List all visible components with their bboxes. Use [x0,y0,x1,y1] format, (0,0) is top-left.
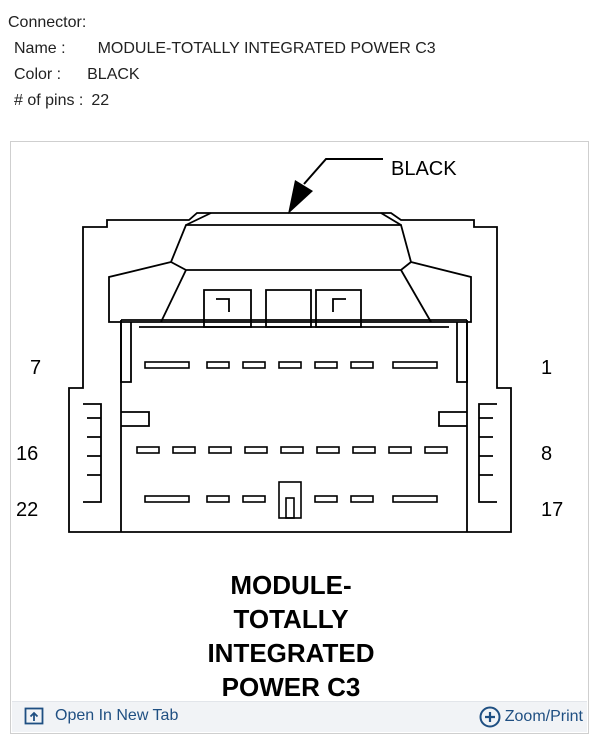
connector-outline [68,212,512,533]
ramp-right [456,322,468,383]
connector-heading: Connector: [8,14,87,31]
pin-cavity [242,495,266,503]
pin-cavity [350,361,374,369]
connector-pins-row: # of pins : 22 [8,88,436,114]
callout-arrow [288,158,383,214]
pin-cavities [136,361,448,519]
open-new-tab-icon [24,707,44,725]
caption-line-1: MODULE- [230,570,351,600]
connector-diagram-card: BLACK 7 1 16 8 22 17 MODULE- TOTALLY INT… [10,141,589,734]
callout-label: BLACK [391,158,457,180]
pin-cavity [392,361,438,369]
pin-cavity [388,446,412,454]
key-slot [278,481,302,519]
connector-diagram: BLACK 7 1 16 8 22 17 MODULE- TOTALLY INT… [16,158,563,702]
open-new-tab-label: Open In New Tab [55,707,179,724]
zoom-print-link[interactable]: Zoom/Print [479,706,583,728]
connector-color-row: Color : BLACK [8,62,436,88]
pins-value: 22 [91,92,110,109]
open-new-tab-link[interactable]: Open In New Tab [24,707,178,725]
caption-line-2: TOTALLY [233,604,348,634]
pin-cavity [136,446,160,454]
pin-label-22: 22 [16,499,38,521]
name-label: Name : [14,40,66,57]
latch-top [108,224,472,323]
pin-label-16: 16 [16,443,38,465]
pin-cavity [172,446,196,454]
pin-cavity [316,446,340,454]
pin-cavity [280,446,304,454]
connector-info: Connector: Name : MODULE-TOTALLY INTEGRAT… [8,10,436,114]
pin-cavity [314,361,338,369]
pin-cavity [244,446,268,454]
pin-label-7: 7 [30,357,41,379]
pin-cavity [352,446,376,454]
pin-label-17: 17 [541,499,563,521]
pin-cavity [208,446,232,454]
color-value: BLACK [87,66,140,83]
latch-housing [185,212,402,226]
pins-label: # of pins : [14,92,84,109]
pin-cavity [242,361,266,369]
name-value: MODULE-TOTALLY INTEGRATED POWER C3 [97,40,436,57]
zoom-print-label: Zoom/Print [504,708,583,725]
pin-label-8: 8 [541,443,552,465]
pin-cavity [424,446,448,454]
side-latch-right [438,403,497,503]
key-slot-inner [285,497,295,519]
latch-inner [170,261,412,271]
zoom-plus-icon [479,706,501,728]
color-label: Color : [14,66,62,83]
pin-cavity [392,495,438,503]
ramp-left [120,322,132,383]
connector-body [68,212,512,533]
pin-cavity [278,361,302,369]
caption-line-4: POWER C3 [222,672,361,702]
pin-cavity [144,495,190,503]
side-latch-left [83,403,150,503]
pin-label-1: 1 [541,357,552,379]
latch-lower [160,269,432,323]
pin-cavity [314,495,338,503]
pin-cavity [144,361,190,369]
connector-name-row: Name : MODULE-TOTALLY INTEGRATED POWER C3 [8,36,436,62]
pin-cavity [350,495,374,503]
diagram-footer: Open In New Tab Zoom/Print [12,701,587,732]
center-lock-tabs [216,298,346,312]
pin-cavity [206,495,230,503]
caption-line-3: INTEGRATED [207,638,374,668]
pin-cavity [206,361,230,369]
